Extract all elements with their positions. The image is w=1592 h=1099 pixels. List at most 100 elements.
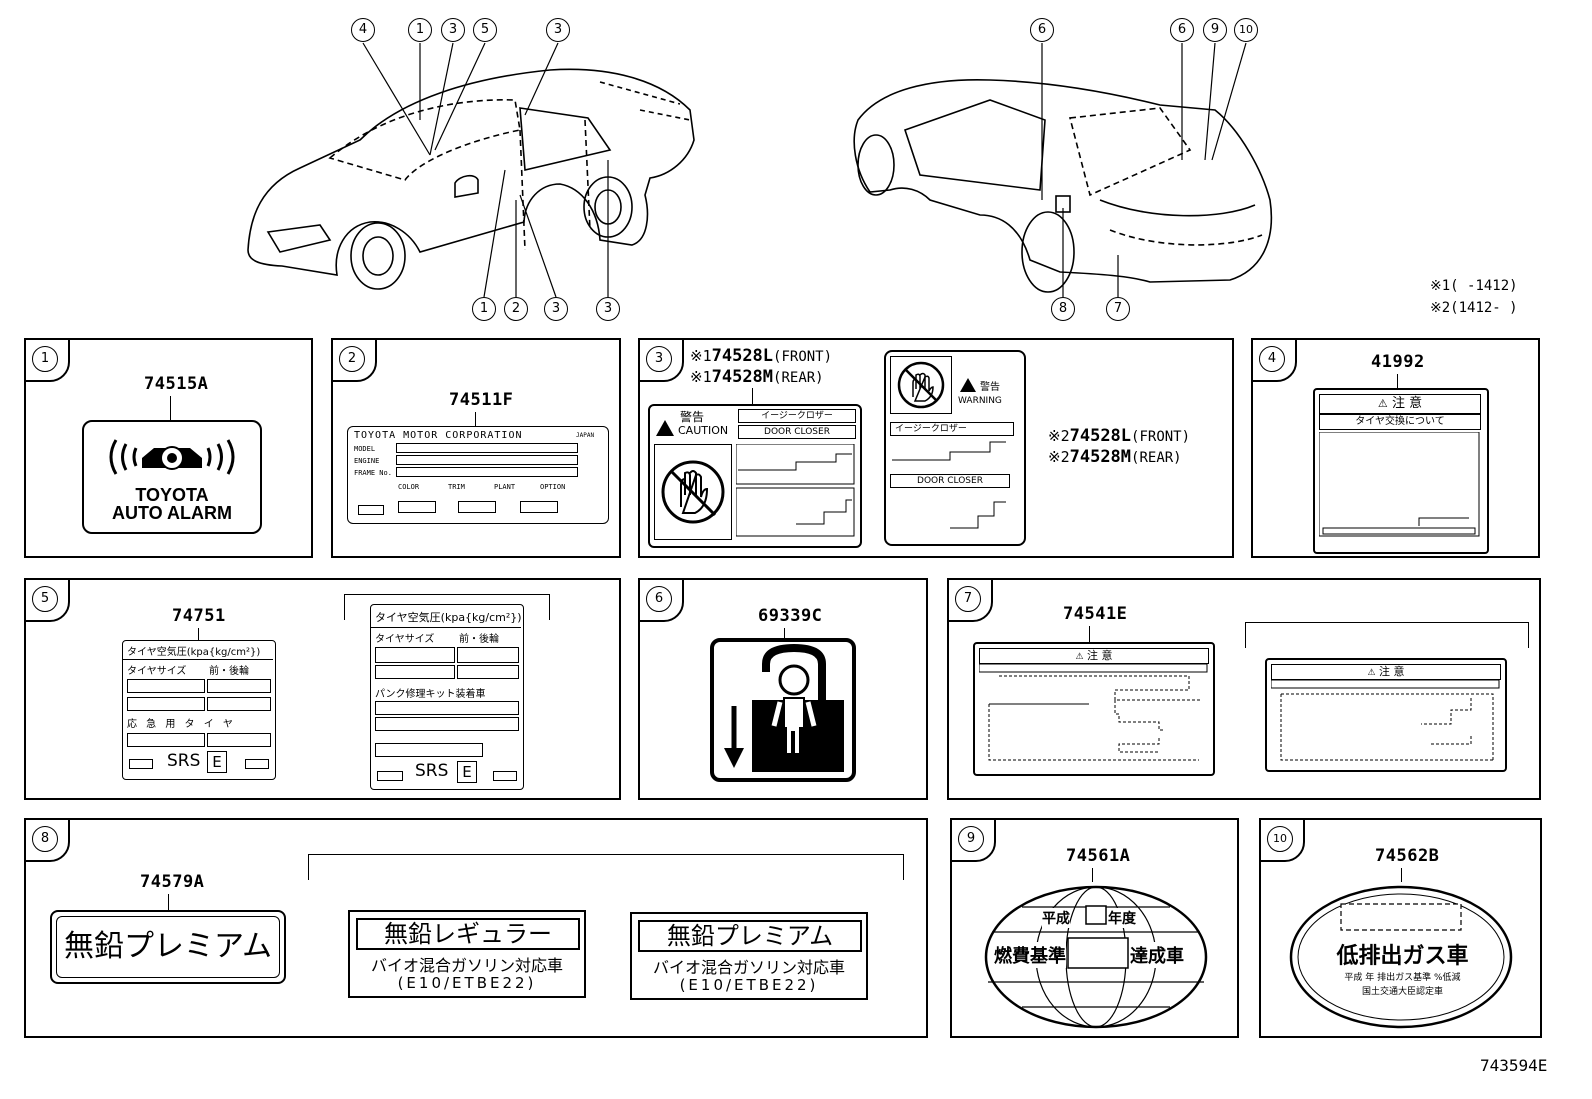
- label-title: 注 意: [1391, 396, 1423, 411]
- field: [129, 759, 153, 769]
- field: [375, 701, 519, 715]
- srs-text: SRS: [167, 751, 201, 771]
- field: [375, 717, 519, 731]
- panel-10: 10 74562B 低排出ガス車 平成 年 排出ガス基準 %低減 国土交通大臣認…: [1259, 818, 1542, 1038]
- plate-engine: ENGINE: [354, 457, 380, 465]
- achieved-text: 達成車: [1130, 942, 1184, 968]
- standard-text: 燃費基準: [994, 942, 1066, 968]
- callout-8: 8: [1051, 297, 1075, 321]
- leader-line: [1089, 626, 1090, 642]
- panel-1: 1 74515A TOYOTA AUTO ALARM: [24, 338, 313, 558]
- label-text-lines: [736, 444, 855, 537]
- panel-number: 8: [32, 826, 58, 852]
- plate-field: [358, 505, 384, 515]
- part-line-4: ※274528M(REAR): [1048, 447, 1182, 467]
- part-number: 41992: [1371, 352, 1425, 372]
- plate-field: [398, 501, 436, 513]
- fuel-label-text: 無鉛プレミアム: [64, 929, 272, 964]
- warning-triangle-icon: ⚠: [1075, 652, 1084, 662]
- front-car-drawing: [247, 68, 695, 290]
- door-closer-text: DOOR CLOSER: [890, 474, 1010, 488]
- panel-tab: 9: [950, 818, 996, 862]
- panel-6: 6 69339C: [638, 578, 928, 800]
- part-number: 69339C: [758, 606, 823, 626]
- field: [375, 665, 455, 679]
- plate-frame: FRAME No.: [354, 469, 392, 477]
- leader-line: [168, 894, 169, 910]
- fy-text-a: 平成: [1042, 908, 1070, 928]
- no-hand-box: [654, 444, 732, 540]
- label-text-lines: [1271, 680, 1500, 761]
- fuel-label-b: 無鉛レギュラー バイオ混合ガソリン対応車 (E10/ETBE22): [348, 910, 586, 998]
- panel-9: 9 74561A 平成 年度 燃費基準 達成車: [950, 818, 1239, 1038]
- plate-color: COLOR: [398, 483, 420, 491]
- panel-tab: 4: [1251, 338, 1297, 382]
- label-title-box: ⚠ 注 意: [979, 648, 1209, 664]
- front-rear: 前・後輪: [459, 634, 499, 645]
- easy-closer-text: イージークロザー: [738, 409, 856, 423]
- spare-tire-label-a: ⚠ 注 意: [973, 642, 1215, 776]
- field: [127, 733, 205, 747]
- pressure-title: タイヤ空気圧(kpa{kg/cm²}): [375, 611, 522, 624]
- divider: [123, 659, 273, 660]
- callout-6: 6: [1170, 18, 1194, 42]
- label-title-box: ⚠ 注 意: [1319, 394, 1481, 414]
- callout-4: 4: [351, 18, 375, 42]
- panel-tab: 1: [24, 338, 70, 382]
- panel-tab: 2: [331, 338, 377, 382]
- car-illustrations: [247, 42, 1273, 298]
- low-emission-text: 低排出ガス車: [1336, 944, 1469, 969]
- part-number: 74562B: [1375, 846, 1440, 866]
- tire-pressure-label-b: タイヤ空気圧(kpa{kg/cm²}) タイヤサイズ 前・後輪 パンク修理キット…: [370, 604, 524, 790]
- part-line-3: ※274528L(FRONT): [1048, 426, 1191, 446]
- part-number: 74515A: [144, 374, 209, 394]
- part-number: 74579A: [140, 872, 205, 892]
- leader-line: [170, 396, 171, 420]
- label-text-lines: [979, 664, 1208, 761]
- fuel-label-line3: (E10/ETBE22): [679, 976, 819, 994]
- plate-frame-field: [396, 467, 578, 477]
- field: [127, 697, 205, 711]
- leader-line: [198, 628, 199, 640]
- panel-5: 5 74751 タイヤ空気圧(kpa{kg/cm²}) タイヤサイズ 前・後輪 …: [24, 578, 621, 800]
- part-line-1: ※174528L(FRONT): [690, 346, 833, 366]
- plate-country: JAPAN: [576, 432, 595, 439]
- warning-triangle-icon: [656, 420, 674, 436]
- field: [493, 771, 517, 781]
- panel-7: 7 74541E ⚠ 注 意 ⚠ 注 意: [947, 578, 1541, 800]
- fuel-label-line2: バイオ混合ガソリン対応車: [370, 956, 563, 975]
- no-hand-icon: [661, 460, 725, 524]
- plate-header: TOYOTA MOTOR CORPORATION: [354, 430, 523, 441]
- field: [207, 733, 271, 747]
- callout-9: 9: [1203, 18, 1227, 42]
- plate-model-field: [396, 443, 578, 453]
- callout-3: 3: [441, 18, 465, 42]
- panel-number: 5: [32, 586, 58, 612]
- plate-plant: PLANT: [494, 483, 516, 491]
- callout-10: 10: [1234, 18, 1258, 42]
- label-text-lines: [1319, 432, 1480, 537]
- panel-number: 4: [1259, 346, 1285, 372]
- repair-kit: パンク修理キット装着車: [375, 689, 486, 700]
- leader-line: [475, 412, 476, 426]
- door-closer-text: DOOR CLOSER: [738, 425, 856, 439]
- panel-number: 2: [339, 346, 365, 372]
- field: [127, 679, 205, 693]
- leader-line: [1401, 868, 1402, 882]
- callout-3: 3: [544, 297, 568, 321]
- no-hand-icon: [897, 361, 945, 409]
- tire-size: タイヤサイズ: [127, 666, 187, 677]
- callout-3: 3: [596, 297, 620, 321]
- bracket: [1245, 622, 1529, 648]
- panel-tab: 8: [24, 818, 70, 862]
- callout-7: 7: [1106, 297, 1130, 321]
- alarm-label: TOYOTA AUTO ALARM: [82, 420, 262, 534]
- leader-line: [752, 388, 753, 404]
- panel-2: 2 74511F TOYOTA MOTOR CORPORATION JAPAN …: [331, 338, 621, 558]
- door-closer-label-a: 警告 CAUTION イージークロザー DOOR CLOSER: [648, 404, 862, 548]
- part-number: 74511F: [449, 390, 514, 410]
- label-text-lines: [950, 501, 1006, 529]
- leader-line: [784, 628, 785, 638]
- field: [457, 647, 519, 663]
- fuel-label-title: 無鉛プレミアム: [638, 920, 862, 952]
